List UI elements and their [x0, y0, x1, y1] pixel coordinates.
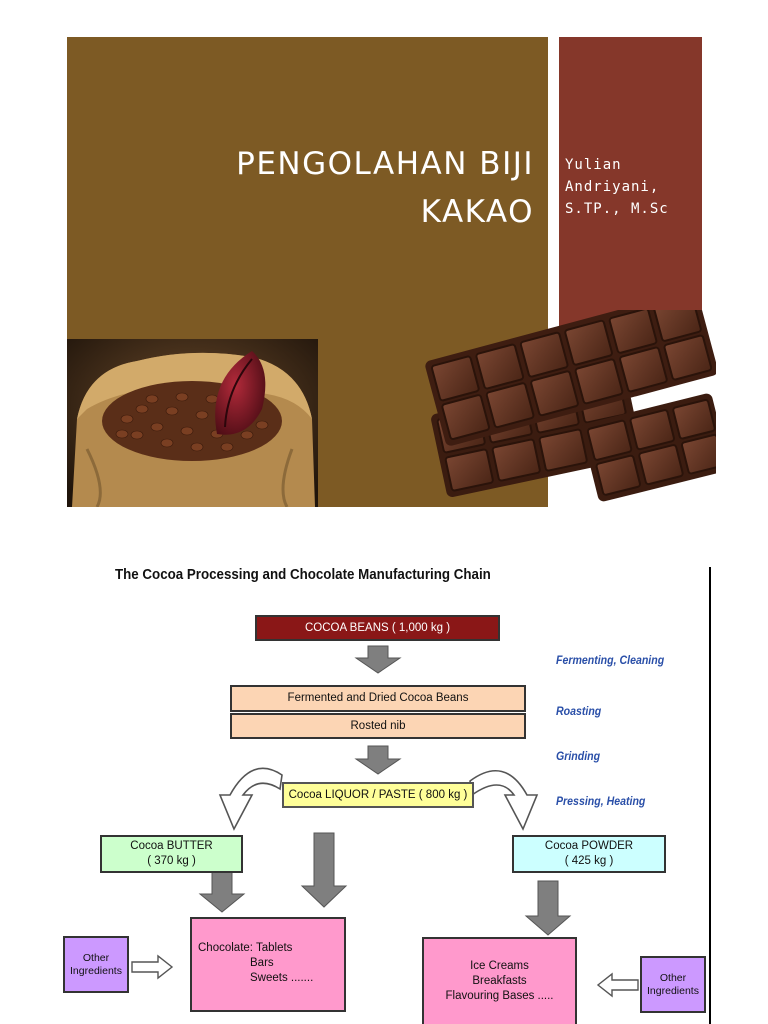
cocoa-powder-label: Cocoa POWDER [544, 840, 634, 852]
other-ingredients-right-line2: Ingredients [647, 984, 699, 997]
breakfasts-label: Breakfasts [472, 975, 527, 987]
cocoa-liquor-box: Cocoa LIQUOR / PASTE ( 800 kg ) [282, 782, 474, 808]
cocoa-beans-box: COCOA BEANS ( 1,000 kg ) [255, 615, 500, 641]
slide-title: PENGOLAHAN BIJI KAKAO [100, 140, 534, 236]
arrow-down-icon [354, 745, 402, 775]
process-diagram-slide: The Cocoa Processing and Chocolate Manuf… [0, 545, 768, 1024]
arrow-down-icon [354, 645, 402, 674]
chocolate-bars-image [425, 310, 716, 502]
step-roasting: Roasting [556, 706, 602, 718]
arrow-down-icon [300, 832, 348, 908]
cocoa-butter-box: Cocoa BUTTER ( 370 kg ) [100, 835, 243, 873]
cocoa-liquor-label: Cocoa LIQUOR / PASTE ( 800 kg ) [288, 788, 468, 801]
arrow-down-icon [524, 880, 572, 936]
title-line-2: KAKAO [420, 194, 534, 230]
other-ingredients-left-line2: Ingredients [70, 964, 122, 977]
cocoa-beans-label: COCOA BEANS ( 1,000 kg ) [304, 621, 451, 634]
other-ingredients-right-line1: Other [659, 971, 687, 984]
step-pressing-heating: Pressing, Heating [556, 796, 646, 808]
roasted-nib-label: Rosted nib [350, 719, 406, 732]
chocolate-bars-label: Bars [250, 957, 274, 969]
diagram-arrows [131, 645, 639, 998]
slide-edge-line [709, 567, 711, 1024]
other-ingredients-left-box: Other Ingredients [63, 936, 129, 993]
step-grinding: Grinding [556, 751, 601, 763]
title-slide: PENGOLAHAN BIJI KAKAO Yulian Andriyani, … [67, 37, 716, 507]
ice-creams-label: Ice Creams [470, 960, 529, 972]
cocoa-sack-image [67, 339, 318, 507]
author-name: Yulian Andriyani, S.TP., M.Sc [565, 154, 695, 220]
roasted-nib-box: Rosted nib [230, 713, 526, 739]
flavouring-bases-label: Flavouring Bases ..... [445, 990, 554, 1002]
ice-cream-products-box: Ice Creams Breakfasts Flavouring Bases .… [422, 937, 577, 1024]
chocolate-sweets-label: Sweets ....... [250, 972, 314, 984]
arrow-right-icon [131, 954, 174, 980]
curved-arrow-right-icon [469, 770, 539, 831]
fermented-beans-box: Fermented and Dried Cocoa Beans [230, 685, 526, 712]
author-line-1: Yulian [565, 157, 622, 173]
chocolate-products-box: Chocolate: Tablets Bars Sweets ....... [190, 917, 346, 1012]
other-ingredients-right-box: Other Ingredients [640, 956, 706, 1013]
title-line-1: PENGOLAHAN BIJI [236, 146, 534, 182]
curved-arrow-left-icon [218, 767, 283, 831]
author-line-3: S.TP., M.Sc [565, 201, 669, 217]
fermented-beans-label: Fermented and Dried Cocoa Beans [287, 692, 469, 704]
step-fermenting-cleaning: Fermenting, Cleaning [556, 655, 665, 667]
arrow-left-icon [596, 972, 639, 998]
diagram-title: The Cocoa Processing and Chocolate Manuf… [115, 567, 491, 583]
cocoa-butter-amount: ( 370 kg ) [147, 855, 196, 867]
chocolate-tablets-label: Chocolate: Tablets [198, 942, 293, 954]
cocoa-powder-amount: ( 425 kg ) [564, 855, 614, 867]
cocoa-powder-box: Cocoa POWDER ( 425 kg ) [512, 835, 666, 873]
author-panel [559, 37, 702, 337]
author-line-2: Andriyani, [565, 179, 660, 195]
cocoa-butter-label: Cocoa BUTTER [130, 840, 213, 852]
other-ingredients-left-line1: Other [82, 951, 110, 964]
